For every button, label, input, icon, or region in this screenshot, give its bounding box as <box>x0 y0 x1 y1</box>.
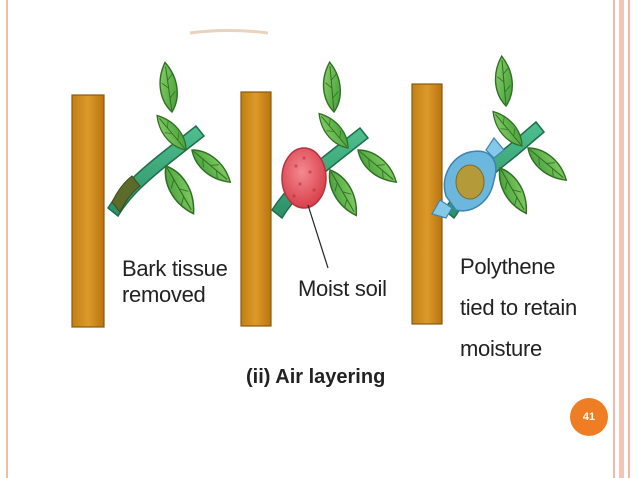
page-number-badge: 41 <box>570 398 608 436</box>
panel-bark-removed <box>71 60 237 328</box>
label-polythene: Polythene tied to retain moisture <box>460 246 577 369</box>
slide-border-left <box>6 0 8 478</box>
slide-border-right-middle <box>619 0 624 478</box>
slide-border-right-inner <box>613 0 615 478</box>
polythene-tie-top <box>485 136 505 159</box>
label-line: Bark tissue <box>122 256 228 281</box>
label-line: Polythene <box>460 254 556 279</box>
label-line: Moist soil <box>298 276 387 301</box>
label-line: tied to retain <box>460 295 577 320</box>
stem <box>71 94 105 328</box>
label-line: removed <box>122 282 206 307</box>
polythene-tie-bottom <box>431 199 453 219</box>
label-moist-soil: Moist soil <box>298 276 387 302</box>
leaf <box>185 142 237 190</box>
stem <box>411 83 443 325</box>
top-mark <box>189 29 269 35</box>
moist-soil-ball <box>281 147 327 209</box>
leaf <box>491 162 535 219</box>
stripped-bark-ring <box>111 175 141 213</box>
stem <box>240 91 272 327</box>
soil-texture <box>292 156 316 198</box>
leaf <box>156 60 181 114</box>
soil-pointer-line <box>307 204 329 269</box>
leaf <box>521 140 573 188</box>
leaf <box>312 108 355 154</box>
leaf <box>351 142 403 190</box>
slide-border-right-outer <box>628 0 630 478</box>
label-bark-tissue-removed: Bark tissue removed <box>122 256 228 308</box>
label-line: moisture <box>460 336 542 361</box>
leaf <box>321 164 365 221</box>
leaf <box>492 54 515 108</box>
panel-moist-soil <box>240 60 403 327</box>
leaf <box>320 60 343 114</box>
soil-inside-polythene <box>455 164 485 200</box>
figure-caption: (ii) Air layering <box>246 366 386 388</box>
leaf <box>157 160 203 219</box>
panel-polythene <box>411 54 573 325</box>
